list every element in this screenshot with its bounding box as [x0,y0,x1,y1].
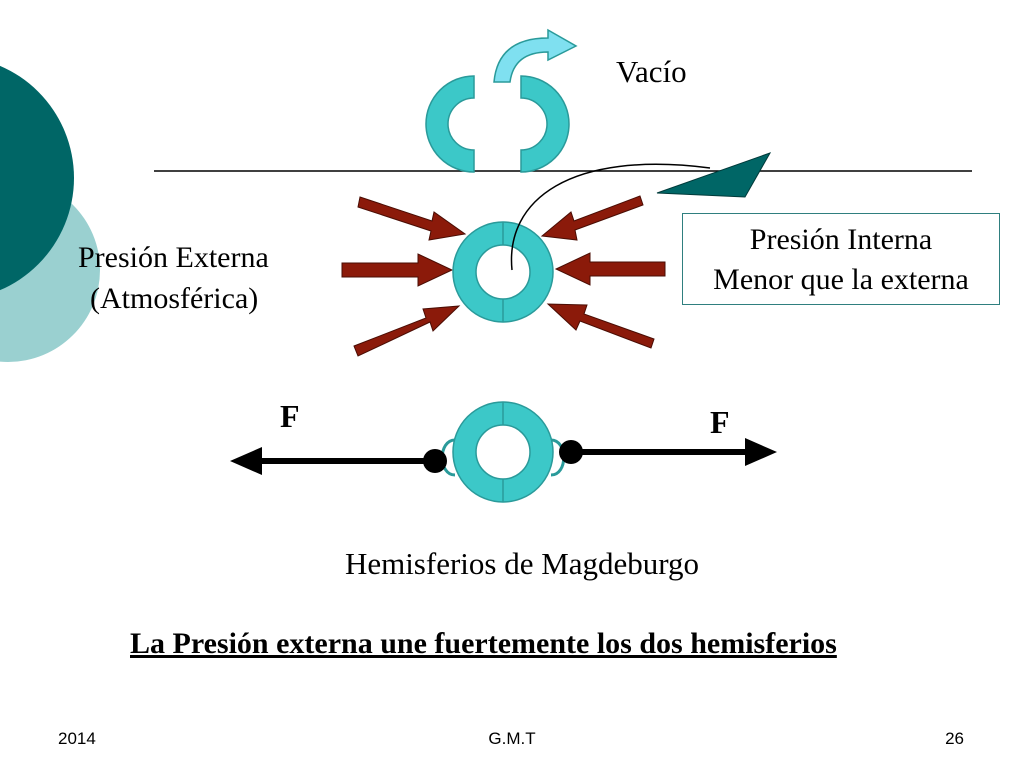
pressure-arrow-right-lower [546,303,655,349]
separated-hemispheres [425,75,570,173]
footer-page-number: 26 [945,729,964,748]
pointer-curve [510,163,711,271]
pressure-arrow-right-middle [554,252,666,286]
pointer-arrowhead [656,152,772,198]
left-hemisphere [425,75,475,173]
force-arrows [230,438,777,475]
vacuum-label: Vacío [616,54,687,89]
vacuum-pump-arrow [493,28,578,83]
diagram-caption: Hemisferios de Magdeburgo [344,546,700,581]
force-label-right: F [710,404,730,440]
pressure-arrow-right-upper [540,195,644,241]
footer-author: G.M.T [488,729,536,748]
footer-year: 2014 [58,729,96,748]
right-handle-knob [559,440,583,464]
pressure-arrows [341,195,666,357]
pressure-arrow-left-middle [341,253,454,287]
pressure-arrow-left-lower [353,305,461,357]
external-pressure-label: Presión Externa [78,241,269,274]
decor-circle-dark [0,65,74,291]
right-hemisphere [520,75,570,173]
internal-pressure-label: Presión Interna [749,223,933,256]
force-arrowhead-left [230,447,262,475]
conclusion-text: La Presión externa une fuertemente los d… [130,627,837,660]
external-pressure-sublabel: (Atmosférica) [90,282,259,315]
left-handle-knob [423,449,447,473]
internal-pressure-sublabel: Menor que la externa [713,263,969,296]
force-arrowhead-right [745,438,777,466]
force-label-left: F [280,398,300,434]
pressure-arrow-left-upper [357,196,467,241]
internal-pressure-box: Presión Interna Menor que la externa [682,213,1000,305]
joined-sphere [452,221,554,323]
magdeburg-sphere [423,401,583,503]
